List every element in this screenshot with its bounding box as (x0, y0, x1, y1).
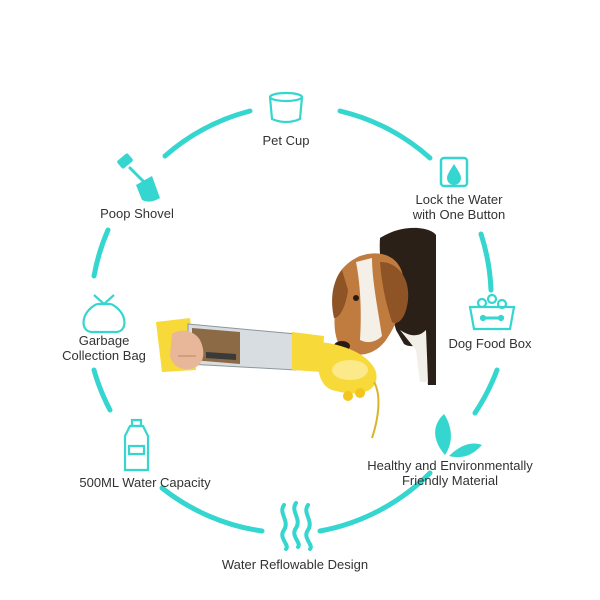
feature-label-healthy-material: Healthy and Environmentally Friendly Mat… (367, 458, 533, 488)
ring-arcs (91, 108, 500, 534)
feature-label-poop-shovel: Poop Shovel (100, 206, 174, 221)
feature-label-dog-food-box: Dog Food Box (448, 336, 532, 351)
water-bottle-icon (123, 418, 150, 472)
water-drop-icon (439, 156, 469, 188)
poop-shovel-icon (117, 153, 160, 202)
feature-label-water-reflowable: Water Reflowable Design (221, 557, 369, 572)
leaf-icon (435, 414, 482, 458)
feature-label-pet-cup: Pet Cup (262, 133, 310, 148)
water-wave-icon (280, 501, 313, 551)
dog-food-box-icon (468, 293, 516, 331)
dog-drinking-from-bottle-illustration (156, 227, 436, 439)
pet-cup-icon (268, 91, 304, 124)
feature-label-garbage-bag: Garbage Collection Bag (62, 333, 146, 363)
feature-label-water-capacity: 500ML Water Capacity (79, 475, 211, 490)
garbage-bag-icon (82, 294, 126, 334)
feature-label-lock-water: Lock the Water with One Button (412, 192, 506, 222)
